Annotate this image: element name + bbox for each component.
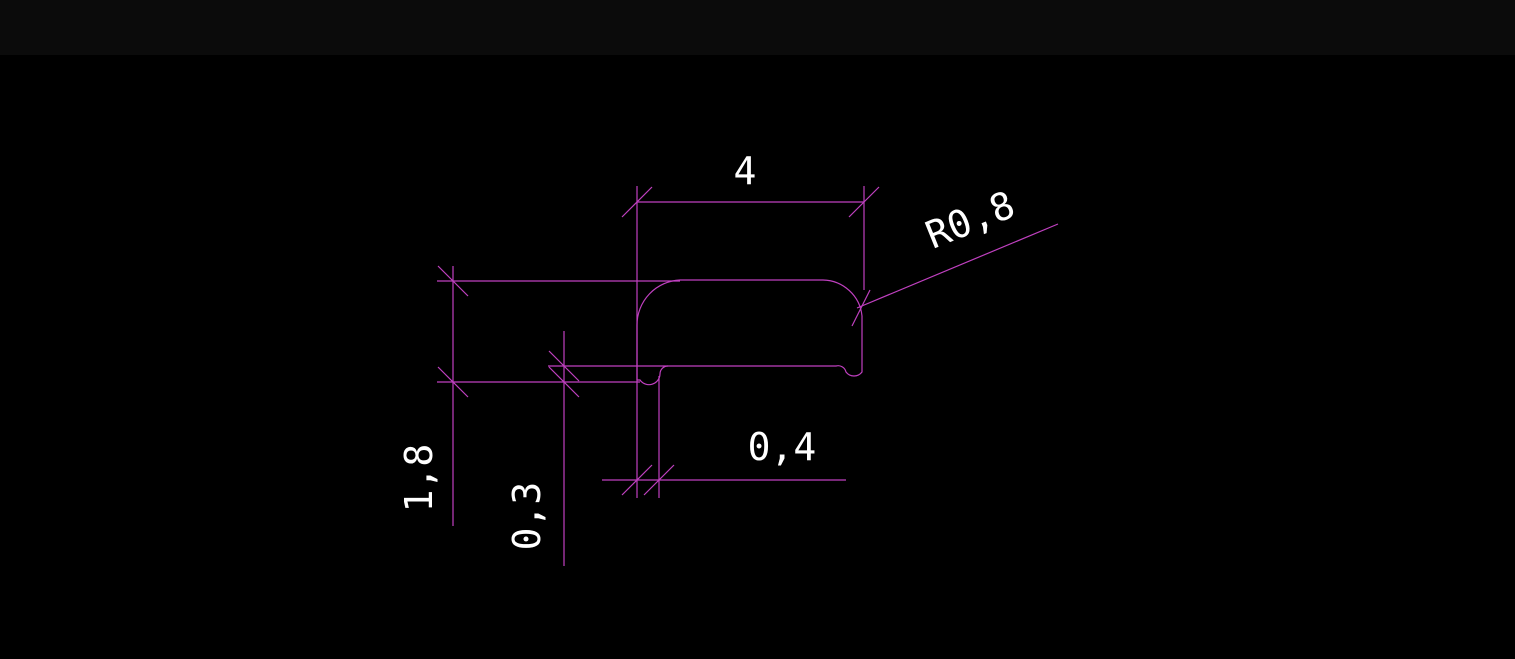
dim-top-tick-right	[848, 186, 880, 218]
radius-leader	[856, 223, 1059, 309]
dim-left-label: 1,8	[397, 444, 441, 513]
radius-tick	[851, 289, 871, 327]
dim-step-tick-bottom	[548, 366, 580, 398]
dim-top-tick-left	[621, 186, 653, 218]
dimension-labels: 4 R0,8 1,8 0,3 0,4	[397, 149, 1021, 550]
dim-left-tick-bottom	[437, 366, 469, 398]
drawing-canvas[interactable]: 4 R0,8 1,8 0,3 0,4	[0, 55, 1515, 659]
dim-left-tick-top	[437, 265, 469, 297]
profile-geometry	[437, 186, 1059, 566]
profile-outline	[636, 279, 863, 386]
dim-gap-tick-left	[621, 464, 653, 496]
dim-gap-tick-right	[643, 464, 675, 496]
dim-gap-label: 0,4	[748, 425, 817, 469]
dim-step-label: 0,3	[505, 482, 549, 551]
dim-step-tick-top	[548, 350, 580, 382]
dim-top-label: 4	[734, 149, 757, 193]
top-toolbar	[0, 0, 1515, 55]
